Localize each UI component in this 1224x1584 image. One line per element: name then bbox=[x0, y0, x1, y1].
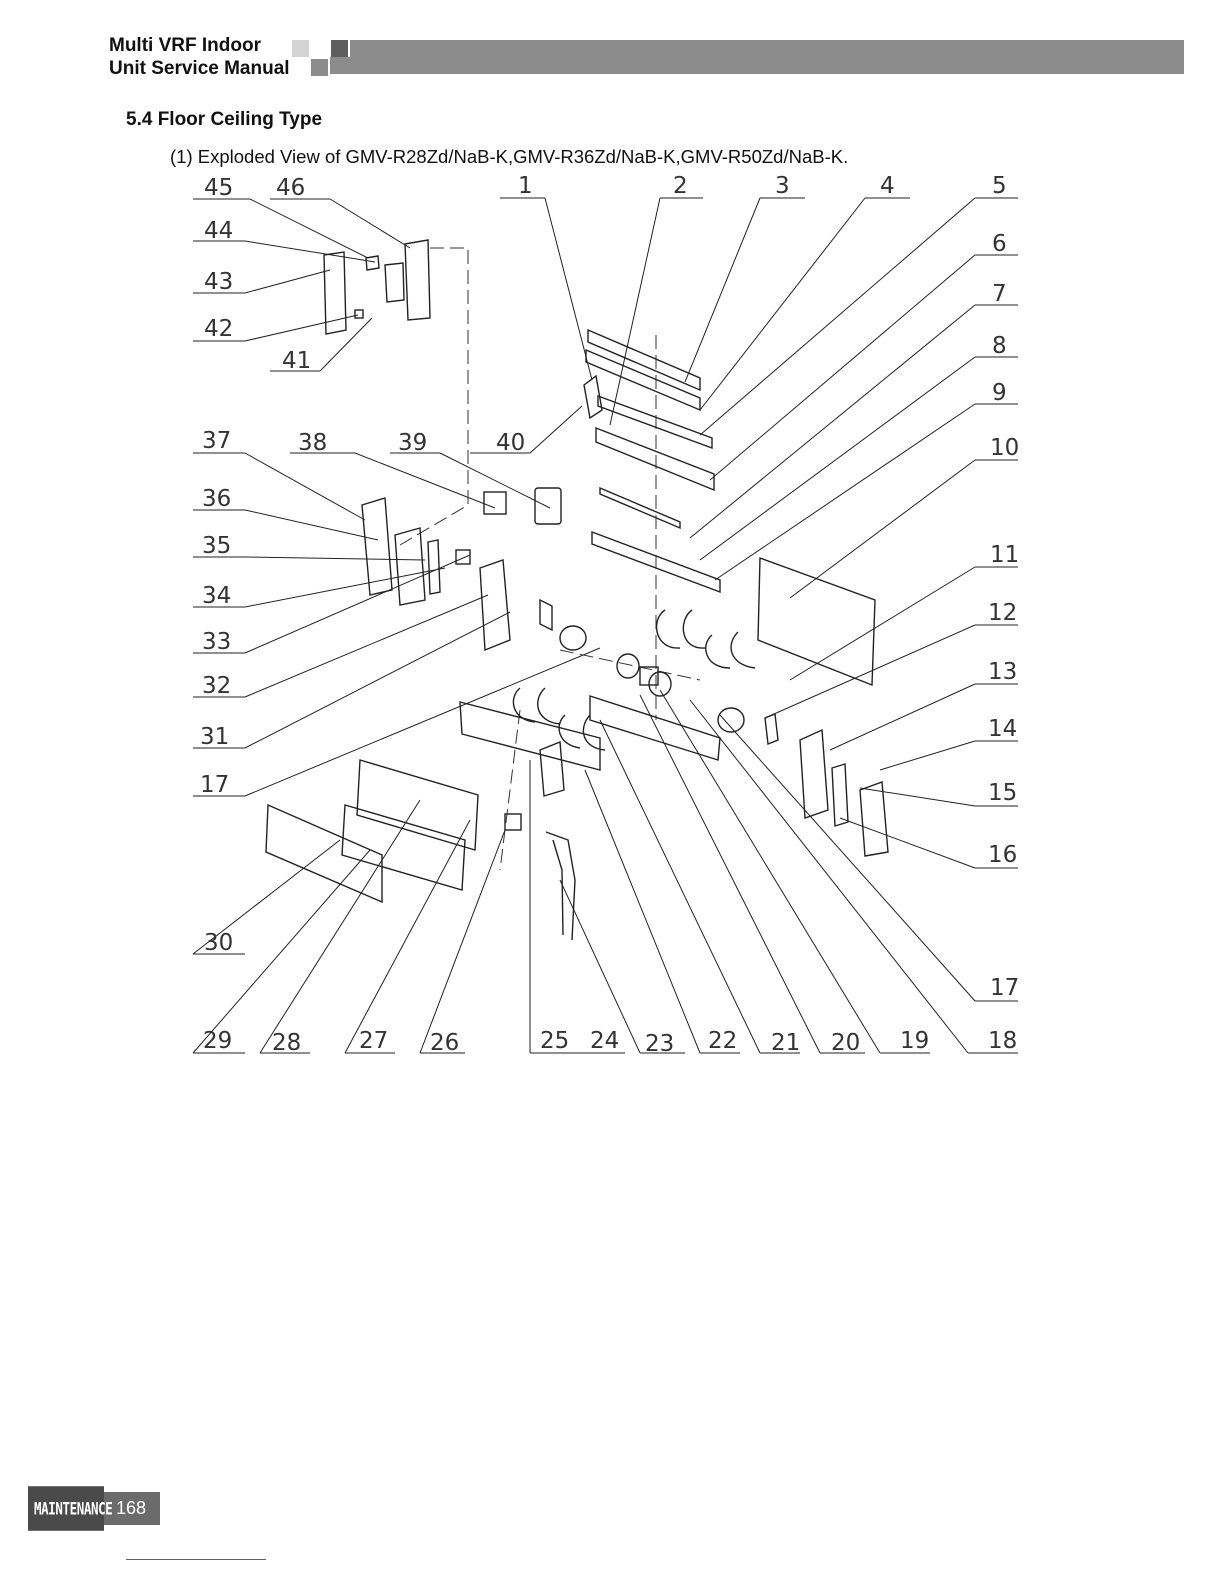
callout-20: 20 bbox=[831, 1030, 860, 1056]
callout-32: 32 bbox=[202, 673, 231, 699]
callout-40: 40 bbox=[496, 430, 525, 456]
callout-39: 39 bbox=[398, 430, 427, 456]
callout-30: 30 bbox=[204, 930, 233, 956]
callout-23: 23 bbox=[645, 1031, 674, 1057]
callout-15: 15 bbox=[988, 780, 1017, 806]
callout-11: 11 bbox=[990, 542, 1019, 568]
callout-44: 44 bbox=[204, 218, 233, 244]
callout-31: 31 bbox=[200, 724, 229, 750]
callout-29: 29 bbox=[203, 1028, 232, 1054]
callout-5: 5 bbox=[992, 173, 1007, 199]
callout-2: 2 bbox=[673, 173, 688, 199]
footer-link-line bbox=[126, 1559, 266, 1560]
callout-35: 35 bbox=[202, 533, 231, 559]
callout-42: 42 bbox=[204, 316, 233, 342]
callout-17-right: 17 bbox=[990, 975, 1019, 1001]
callout-4: 4 bbox=[880, 173, 895, 199]
callout-6: 6 bbox=[992, 231, 1007, 257]
callout-7: 7 bbox=[992, 281, 1007, 307]
callout-3: 3 bbox=[775, 173, 790, 199]
callout-9: 9 bbox=[992, 380, 1007, 406]
callout-19: 19 bbox=[900, 1028, 929, 1054]
callout-41: 41 bbox=[282, 348, 311, 374]
callout-46: 46 bbox=[276, 175, 305, 201]
callout-24: 24 bbox=[590, 1028, 619, 1054]
callout-33: 33 bbox=[202, 629, 231, 655]
callout-17-left: 17 bbox=[200, 772, 229, 798]
callout-14: 14 bbox=[988, 716, 1017, 742]
callout-1: 1 bbox=[518, 173, 533, 199]
callout-34: 34 bbox=[202, 583, 231, 609]
callout-25: 25 bbox=[540, 1028, 569, 1054]
callout-8: 8 bbox=[992, 333, 1007, 359]
callout-10: 10 bbox=[990, 435, 1019, 461]
callout-28: 28 bbox=[272, 1030, 301, 1056]
footer-badge: MAINTENANCE 168 bbox=[28, 1492, 160, 1525]
callout-37: 37 bbox=[202, 428, 231, 454]
callout-22: 22 bbox=[708, 1028, 737, 1054]
callout-38: 38 bbox=[298, 430, 327, 456]
callout-18: 18 bbox=[988, 1028, 1017, 1054]
footer-section-label: MAINTENANCE bbox=[28, 1486, 104, 1531]
callout-21: 21 bbox=[771, 1030, 800, 1056]
callout-27: 27 bbox=[359, 1028, 388, 1054]
callout-36: 36 bbox=[202, 486, 231, 512]
callout-16: 16 bbox=[988, 842, 1017, 868]
callout-43: 43 bbox=[204, 269, 233, 295]
callout-45: 45 bbox=[204, 175, 233, 201]
callout-12: 12 bbox=[988, 600, 1017, 626]
callout-13: 13 bbox=[988, 659, 1017, 685]
page-number: 168 bbox=[104, 1492, 160, 1525]
callout-26: 26 bbox=[430, 1030, 459, 1056]
